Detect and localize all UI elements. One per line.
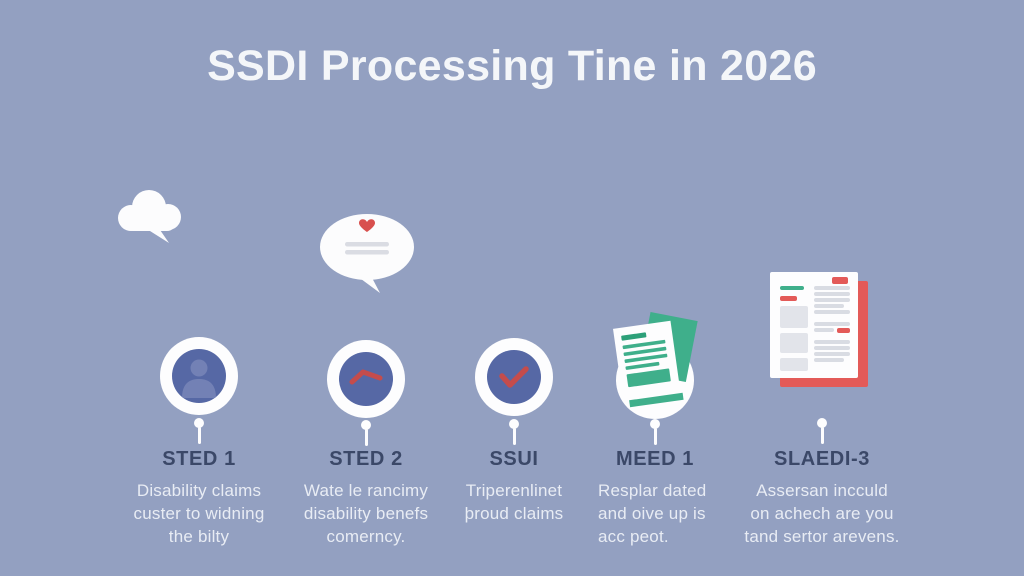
step1-text-line: custer to widning [133,504,265,523]
step4-text-line: and oive up is [598,504,706,523]
step3-text-line: þroud claims [464,504,564,523]
step2-badge [327,340,405,418]
step4-text-line: acc peot. [598,527,669,546]
step5-text-line: tand sertor arevens. [744,527,900,546]
report-document-icon [770,272,870,390]
step1-column: STED 1 Disability claims custer to widni… [104,448,294,548]
step2-heading: STED 2 [329,448,403,470]
white-sheet [770,272,858,378]
documents-stack-icon [613,312,698,408]
person-icon [172,349,226,403]
step4-heading: MEED 1 [615,448,695,470]
clock-hands-icon [339,352,393,406]
speech-bubble-icon [320,214,414,293]
step1-heading: STED 1 [162,448,236,470]
heart-icon [359,219,375,232]
step2-text-line: Wate le rancimy [303,481,429,500]
step1-badge [160,337,238,415]
step2-text-line: disability benefs [303,504,429,523]
step2-column: STED 2 Wate le rancimy disability benefs… [271,448,461,548]
step5-column: SLAEDI-3 Assersan incculd on achech are … [722,448,922,548]
page-title: SSDI Processing Tine in 2026 [207,42,817,90]
cloud-icon [118,190,181,243]
step4-column: MEED 1 Resplar dated and oive up is acc … [560,448,750,548]
step3-badge [475,338,553,416]
step3-text-line: Triperenlinet [465,481,563,500]
step3-column: SSUI Triperenlinet þroud claims [419,448,609,525]
step5-text-line: Assersan incculd [756,481,888,500]
step3-heading: SSUI [489,448,539,470]
step5-heading: SLAEDI-3 [774,448,870,470]
checkmark-icon [487,350,541,404]
step1-text-line: Disability claims [136,481,262,500]
step2-text-line: comerncy. [326,527,406,546]
step4-text-line: Resplar dated [598,481,707,500]
step1-text-line: the bilty [168,527,230,546]
step5-text-line: on achech are you [750,504,894,523]
